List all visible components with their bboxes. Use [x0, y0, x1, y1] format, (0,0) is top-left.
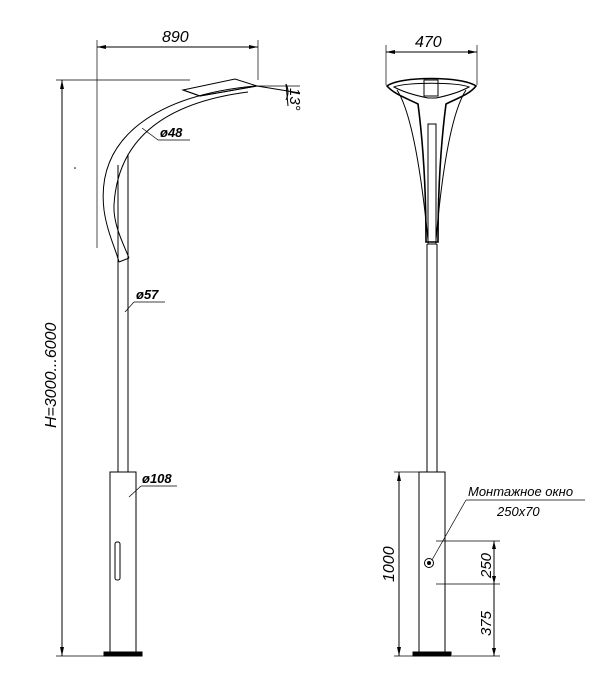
front-window-callout: Монтажное окно 250х70 — [431, 484, 585, 561]
front-window-size-label: 250х70 — [496, 504, 540, 519]
side-width-dimension: 890 — [96, 29, 259, 248]
front-width-dimension: 470 — [385, 34, 478, 85]
front-window-label: Монтажное окно — [468, 484, 573, 499]
side-arm-diameter: ø48 — [141, 125, 190, 141]
side-base-diameter-label: ø108 — [142, 471, 172, 486]
front-width-label: 470 — [415, 34, 442, 51]
side-base-section — [103, 471, 143, 657]
front-pole — [426, 244, 438, 472]
front-window-height-label: 250 — [478, 552, 495, 579]
side-arm-diameter-label: ø48 — [160, 125, 183, 140]
front-luminaire-head — [385, 77, 478, 245]
side-height-label: H=3000...6000 — [43, 322, 60, 428]
side-height-dimension: H=3000...6000 — [43, 79, 190, 657]
side-angle-dimension: 13° — [257, 83, 303, 111]
side-pole — [117, 154, 129, 472]
side-base-diameter: ø108 — [128, 471, 177, 498]
front-base-section — [412, 471, 452, 657]
front-base-height-label: 1000 — [381, 546, 398, 582]
side-width-label: 890 — [162, 29, 189, 46]
side-angle-label: 13° — [286, 88, 303, 111]
front-window-dimensions: 250 375 — [436, 540, 500, 657]
front-base-height-dimension: 1000 — [381, 471, 419, 657]
side-curved-arm — [102, 85, 256, 263]
side-view: 890 H=3000...6000 13° — [43, 29, 303, 657]
side-pole-diameter-label: ø57 — [136, 287, 159, 302]
front-view: 470 1000 — [381, 34, 585, 657]
front-window-offset-label: 375 — [478, 610, 495, 636]
side-pole-diameter: ø57 — [124, 287, 165, 313]
